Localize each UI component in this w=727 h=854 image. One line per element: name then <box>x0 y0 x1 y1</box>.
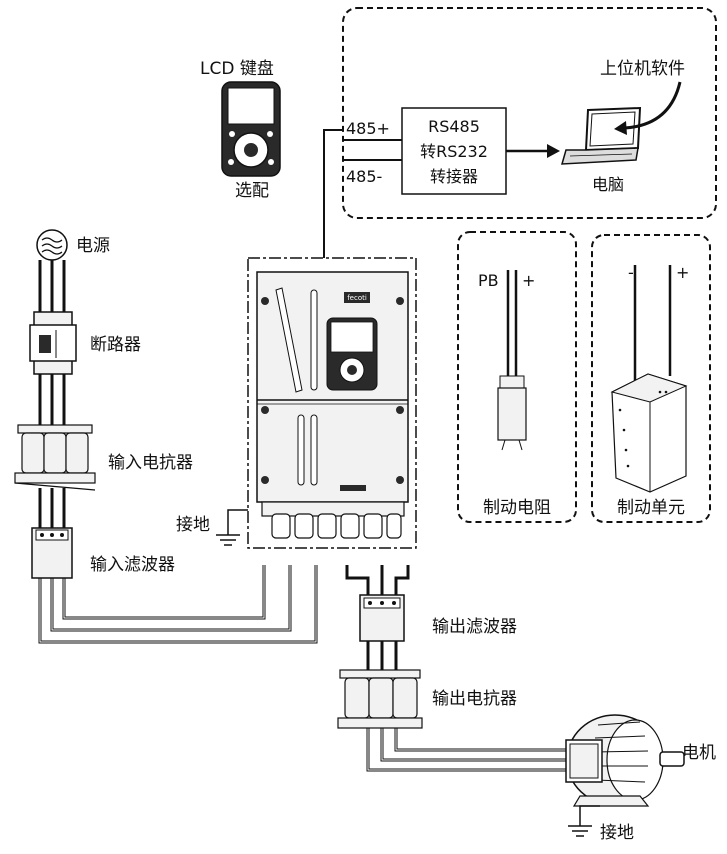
converter-label-line1: RS485 <box>428 117 480 136</box>
converter-label-line3: 转接器 <box>430 167 478 186</box>
host-software-arrow <box>624 81 682 130</box>
inverter-boundary-box <box>247 257 417 549</box>
braking-unit-box <box>591 234 711 523</box>
unit-plus-terminal-label: + <box>676 263 689 282</box>
arrow-head-icon <box>547 144 560 158</box>
motor-ground-label: 接地 <box>600 823 634 843</box>
keypad-cable <box>323 129 343 258</box>
converter-label-line2: 转RS232 <box>420 142 488 161</box>
input-filter-icon <box>31 527 73 579</box>
power-source-icon <box>36 229 68 261</box>
output-wires-inner <box>367 725 566 771</box>
braking-resistor-label: 制动电阻 <box>483 498 551 518</box>
braking-unit-wires <box>633 265 672 388</box>
braking-unit-label: 制动单元 <box>617 498 685 518</box>
ground-icon <box>216 509 248 546</box>
host-software-arrow-head-icon <box>614 121 627 135</box>
braking-unit-icon <box>610 373 688 493</box>
input-wires-inner <box>39 565 317 643</box>
circuit-breaker-icon <box>29 311 77 375</box>
braking-resistor-box <box>457 231 577 523</box>
port-485-plus-label: 485+ <box>346 119 390 138</box>
input-filter-label: 输入滤波器 <box>90 555 175 575</box>
computer-label: 电脑 <box>592 175 624 194</box>
pb-terminal-label: PB <box>478 271 499 290</box>
host-software-label: 上位机软件 <box>600 59 685 79</box>
input-reactor-icon <box>14 424 96 491</box>
resistor-plus-terminal-label: + <box>522 271 535 290</box>
motor-ground-icon <box>568 805 600 837</box>
circuit-breaker-label: 断路器 <box>90 335 141 355</box>
port-485-minus-label: 485- <box>346 167 382 186</box>
output-reactor-icon <box>337 669 423 729</box>
motor-icon <box>565 714 685 807</box>
ground-label: 接地 <box>176 515 210 535</box>
laptop-icon <box>560 106 642 165</box>
communication-section-box <box>342 7 717 219</box>
output-filter-icon <box>359 594 405 642</box>
optional-label: 选配 <box>235 181 269 201</box>
input-reactor-label: 输入电抗器 <box>108 453 193 473</box>
rs485-converter-box <box>401 107 507 195</box>
lcd-keypad-icon <box>221 81 281 177</box>
unit-minus-terminal-label: - <box>628 263 634 282</box>
inverter-icon <box>256 271 409 539</box>
motor-label: 电机 <box>682 743 716 763</box>
lcd-keypad-label: LCD 键盘 <box>200 59 274 79</box>
brand-logo: fecoti <box>347 294 367 302</box>
output-filter-label: 输出滤波器 <box>432 617 517 637</box>
braking-resistor-wires <box>506 270 518 380</box>
braking-resistor-icon <box>497 375 527 451</box>
output-reactor-label: 输出电抗器 <box>432 689 517 709</box>
power-source-label: 电源 <box>76 236 110 256</box>
